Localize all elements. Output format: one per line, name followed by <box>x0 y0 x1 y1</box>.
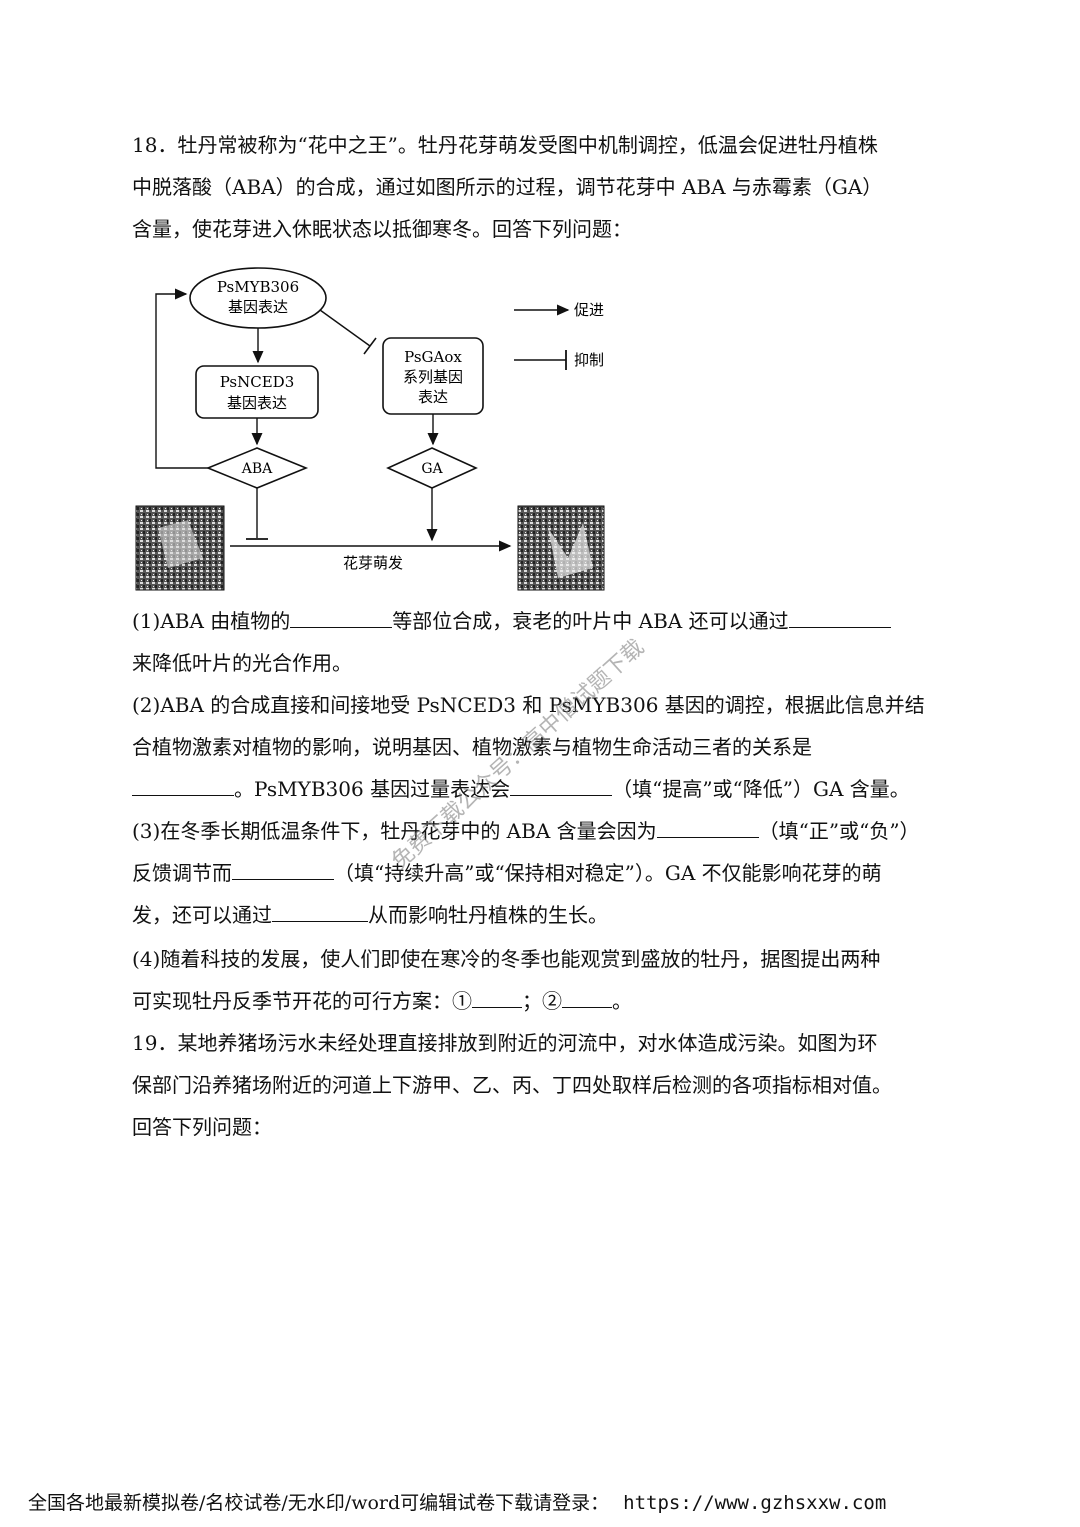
q18-s1-line-2: 来降低叶片的光合作用。 <box>132 651 352 675</box>
q18-intro-line-1: 18．牡丹常被称为“花中之王”。牡丹花芽萌发受图中机制调控，低温会促进牡丹植株 <box>132 133 878 157</box>
gaox-label-1: PsGAox <box>404 348 462 366</box>
answer-blank-2[interactable] <box>788 607 891 628</box>
q18-s4-text-b: ；② <box>522 989 562 1013</box>
q18-s2-text-a: 。PsMYB306 基因过量表达会 <box>234 777 511 801</box>
q18-intro-line-2: 中脱落酸（ABA）的合成，通过如图所示的过程，调节花芽中 ABA 与赤霉素（GA… <box>132 175 883 199</box>
nced3-label-2: 基因表达 <box>227 394 287 412</box>
q18-s2-text-b: （填“提高”或“降低”）GA 含量。 <box>612 777 910 801</box>
q18-s3-line-1: (3)在冬季长期低温条件下，牡丹花芽中的 ABA 含量会因为 （填“正”或“负”） <box>132 810 960 852</box>
q18-s3-text-a: (3)在冬季长期低温条件下，牡丹花芽中的 ABA 含量会因为 <box>132 819 657 843</box>
q19-line-2: 保部门沿养猪场附近的河道上下游甲、乙、丙、丁四处取样后检测的各项指标相对值。 <box>132 1073 892 1097</box>
arrow-aba-feedback <box>155 288 208 469</box>
q18-s4-line-2: 可实现牡丹反季节开花的可行方案：① ；② 。 <box>132 980 960 1022</box>
gaox-label-3: 表达 <box>418 388 448 406</box>
gaox-label-2: 系列基因 <box>403 368 463 386</box>
legend-inhibit-label: 抑制 <box>574 351 604 369</box>
q18-s3-line-2: 反馈调节而 （填“持续升高”或“保持相对稳定”）。GA 不仅能影响花芽的萌 <box>132 852 960 894</box>
answer-blank-7[interactable] <box>272 901 368 922</box>
answer-blank-5[interactable] <box>656 817 759 838</box>
aba-label: ABA <box>241 461 273 477</box>
inhibit-myb-to-gaox <box>319 309 371 347</box>
q18-intro-line-3: 含量，使花芽进入休眠状态以抵御寒冬。回答下列问题： <box>132 217 632 241</box>
q18-s3-line-3: 发，还可以通过 从而影响牡丹植株的生长。 <box>132 894 960 936</box>
answer-blank-4[interactable] <box>510 775 613 796</box>
footer-text: 全国各地最新模拟卷/名校试卷/无水印/word可编辑试卷下载请登录： <box>28 1492 610 1514</box>
answer-blank-8[interactable] <box>472 987 522 1008</box>
footer-url[interactable]: https://www.gzhsxxw.com <box>623 1492 887 1514</box>
answer-blank-3[interactable] <box>132 775 234 796</box>
q18-s3-text-f: 从而影响牡丹植株的生长。 <box>368 903 608 927</box>
myb306-label-2: 基因表达 <box>228 298 288 316</box>
q18-s4-text-a: 可实现牡丹反季节开花的可行方案：① <box>132 989 472 1013</box>
regulation-diagram: PsMYB306 基因表达 PsNCED3 基因表达 PsGAox 系列基因 表… <box>135 267 605 591</box>
q18-s4-text-c: 。 <box>612 989 632 1013</box>
q19-line-1: 19．某地养猪场污水未经处理直接排放到附近的河流中，对水体造成污染。如图为环 <box>132 1031 878 1055</box>
myb306-label-1: PsMYB306 <box>217 278 299 296</box>
sprout-label: 花芽萌发 <box>343 554 403 572</box>
q18-s2-line-2: 合植物激素对植物的影响，说明基因、植物激素与植物生命活动三者的关系是 <box>132 735 812 759</box>
q18-s4-line-1: (4)随着科技的发展，使人们即使在寒冷的冬季也能观赏到盛放的牡丹，据图提出两种 <box>132 947 881 971</box>
answer-blank-6[interactable] <box>232 859 334 880</box>
q18-s2-line-3: 。PsMYB306 基因过量表达会 （填“提高”或“降低”）GA 含量。 <box>132 768 960 810</box>
q18-s1-text-b: 等部位合成，衰老的叶片中 ABA 还可以通过 <box>392 609 789 633</box>
q18-s3-text-e: 发，还可以通过 <box>132 903 272 927</box>
q18-s3-text-d: （填“持续升高”或“保持相对稳定”）。GA 不仅能影响花芽的萌 <box>334 861 882 885</box>
q19-line-3: 回答下列问题： <box>132 1115 272 1139</box>
q18-s1-line-1: (1)ABA 由植物的 等部位合成，衰老的叶片中 ABA 还可以通过 <box>132 600 960 642</box>
ga-label: GA <box>421 461 443 477</box>
footer: 全国各地最新模拟卷/名校试卷/无水印/word可编辑试卷下载请登录： https:… <box>28 1488 886 1515</box>
q18-s3-text-b: （填“正”或“负”） <box>758 819 920 843</box>
answer-blank-1[interactable] <box>290 607 393 628</box>
nced3-label-1: PsNCED3 <box>220 373 295 391</box>
answer-blank-9[interactable] <box>562 987 612 1008</box>
q18-s1-text-a: (1)ABA 由植物的 <box>132 609 291 633</box>
legend-promote-label: 促进 <box>574 301 604 319</box>
q18-s2-line-1: (2)ABA 的合成直接和间接地受 PsNCED3 和 PsMYB306 基因的… <box>132 693 925 717</box>
q18-s3-text-c: 反馈调节而 <box>132 861 232 885</box>
